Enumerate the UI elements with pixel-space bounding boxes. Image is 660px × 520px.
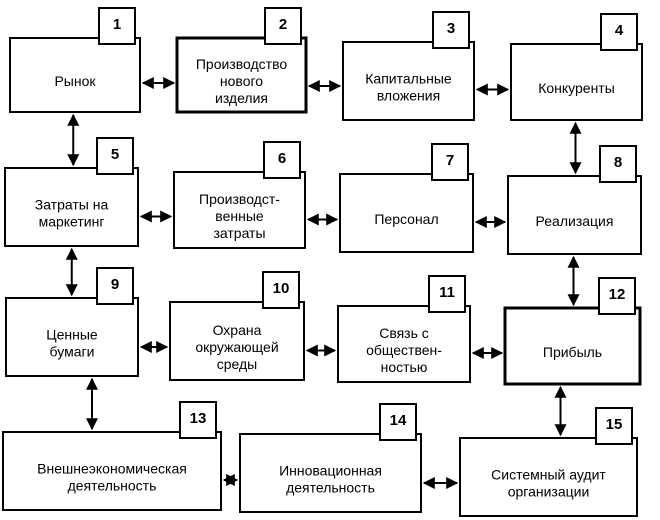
node-number: 5: [111, 146, 119, 163]
node-number-tab: [595, 407, 633, 445]
node-number-tab: [262, 271, 300, 309]
node-label-line: Реализация: [536, 213, 614, 229]
node-number-tab: [432, 11, 470, 49]
node-label-line: Рынок: [54, 73, 96, 89]
node-box: [4, 167, 139, 247]
node-box: [342, 41, 475, 121]
node-box: [5, 297, 139, 377]
node-label-line: ностью: [381, 359, 428, 375]
node-label-line: нового: [220, 73, 263, 89]
node-number: 8: [614, 154, 622, 171]
node-number: 7: [446, 152, 454, 169]
node-number: 9: [111, 276, 119, 293]
node-label-line: Системный аудит: [491, 467, 606, 483]
node-number: 10: [273, 280, 290, 297]
node-number: 12: [609, 286, 626, 303]
node-label-line: деятельность: [68, 478, 157, 494]
node-label-line: Инновационная: [279, 463, 382, 479]
node-number-tab: [599, 145, 637, 183]
node-number: 6: [278, 150, 286, 167]
node-box: [173, 171, 306, 249]
node-number-tab: [98, 7, 136, 45]
node-box: [169, 301, 305, 381]
node-number-tab: [431, 143, 469, 181]
node-number-tab: [428, 275, 466, 313]
node-number-tab: [179, 401, 217, 439]
node-label-line: окружающей: [195, 339, 278, 355]
node-label-line: деятельность: [286, 480, 375, 496]
node-label-line: венные: [215, 208, 264, 224]
node-label-line: бумаги: [50, 344, 95, 360]
node-box: [337, 305, 471, 383]
node-label-line: Капитальные: [365, 71, 452, 87]
node-box: [9, 37, 141, 113]
node-label-line: изделия: [215, 90, 268, 106]
node-label-line: Ценные: [46, 327, 98, 343]
node-label-line: организации: [508, 484, 590, 500]
node-number-tab: [264, 7, 302, 45]
node-number: 1: [113, 16, 121, 33]
node-label-line: Персонал: [374, 211, 438, 227]
node-number-tab: [96, 137, 134, 175]
node-number-tab: [263, 141, 301, 179]
node-number: 13: [190, 410, 207, 427]
node-box: [2, 431, 222, 511]
node-label-line: Конкуренты: [538, 80, 615, 96]
node-number-tab: [379, 403, 417, 441]
node-number: 2: [279, 16, 287, 33]
node-box: [339, 173, 474, 253]
node-number: 4: [615, 22, 624, 39]
node-label-line: Затраты на: [35, 197, 109, 213]
node-label-line: затраты: [213, 225, 265, 241]
node-box: [507, 175, 642, 255]
node-label-line: среды: [217, 356, 258, 372]
edges-layer: [65, 77, 582, 489]
node-box: [503, 306, 642, 386]
node-number: 14: [390, 412, 407, 429]
node-box: [175, 36, 308, 114]
node-box: [510, 43, 643, 121]
node-label-line: обществен-: [366, 342, 442, 358]
node-label-line: Производст-: [199, 191, 280, 207]
node-label-line: Связь с: [379, 325, 429, 341]
node-number: 3: [447, 20, 455, 37]
node-number: 15: [606, 416, 623, 433]
node-number: 11: [439, 284, 455, 301]
node-label-line: Внешнеэкономическая: [37, 461, 187, 477]
node-number-tab: [600, 13, 638, 51]
node-number-tab: [598, 277, 636, 315]
node-label-line: вложения: [377, 88, 440, 104]
node-label-line: Охрана: [213, 322, 262, 338]
node-box: [459, 437, 638, 517]
node-label-line: маркетинг: [39, 214, 105, 230]
node-label-line: Производство: [196, 56, 287, 72]
node-box: [239, 433, 422, 513]
node-number-tab: [96, 267, 134, 305]
node-label-line: Прибыль: [543, 344, 602, 360]
